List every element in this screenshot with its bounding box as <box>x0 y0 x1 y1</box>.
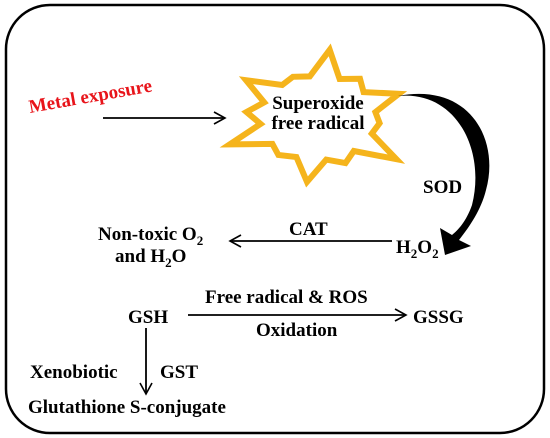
glutathione-conjugate-label: Glutathione S-conjugate <box>28 397 226 418</box>
h2o2-label: H2O2 <box>396 237 439 261</box>
superoxide-label-line1: Superoxide <box>272 93 364 114</box>
oxidation-label: Oxidation <box>256 320 338 341</box>
gssg-label: GSSG <box>413 307 464 328</box>
sod-curved-arrow <box>398 93 490 256</box>
nontoxic-label-line1: Non-toxic O2 <box>98 224 203 248</box>
nontoxic-label-line2: and H2O <box>115 246 186 270</box>
gst-label: GST <box>160 362 198 383</box>
diagram-frame <box>4 3 546 435</box>
xenobiotic-label: Xenobiotic <box>30 362 118 383</box>
free-radical-ros-label: Free radical & ROS <box>205 287 368 308</box>
superoxide-starburst <box>219 43 408 188</box>
cat-label: CAT <box>289 219 328 240</box>
sod-label: SOD <box>423 177 462 198</box>
gsh-label: GSH <box>128 307 168 328</box>
superoxide-label-line2: free radical <box>271 113 364 134</box>
